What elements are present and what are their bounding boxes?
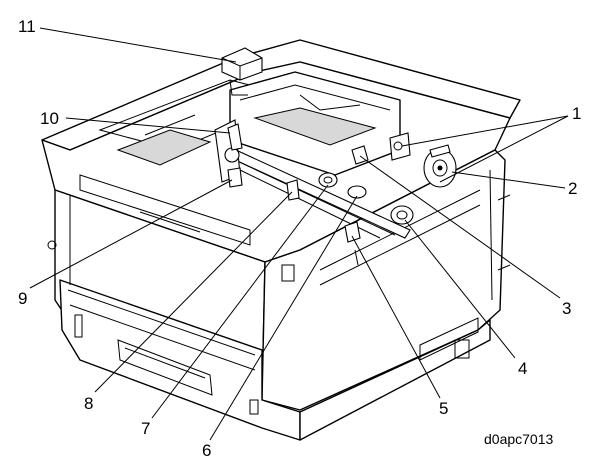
front-jack — [47, 240, 57, 250]
leader-10 — [65, 117, 231, 134]
callout-1: 1 — [572, 104, 581, 123]
callout-8: 8 — [84, 394, 93, 413]
figure-code: d0apc7013 — [484, 431, 554, 447]
callout-2: 2 — [568, 179, 577, 198]
side-lock — [281, 264, 295, 282]
lower-latch — [249, 399, 259, 415]
leader-1 — [401, 115, 569, 147]
leader-8 — [94, 191, 293, 393]
printer-illustration — [41, 39, 521, 441]
callout-9: 9 — [18, 289, 27, 308]
callout-4: 4 — [518, 359, 527, 378]
leader-7 — [151, 184, 329, 419]
callout-3: 3 — [562, 299, 571, 318]
leader-1b — [439, 115, 569, 183]
callout-10: 10 — [40, 109, 59, 128]
leader-6 — [209, 195, 358, 441]
bushing-6 — [347, 185, 367, 199]
callout-11: 11 — [18, 17, 36, 36]
leader-3 — [359, 155, 561, 299]
leader-2 — [451, 171, 566, 189]
leader-11 — [39, 27, 237, 63]
collar-7 — [318, 172, 338, 188]
leader-4 — [404, 219, 516, 359]
front-slot — [74, 314, 83, 338]
callout-labels: 1 2 3 4 5 6 7 8 9 10 11 — [18, 17, 581, 460]
leader-5 — [351, 235, 441, 399]
leader-lines — [29, 27, 569, 441]
rear-latch — [454, 339, 470, 359]
leader-9 — [29, 179, 233, 289]
callout-6: 6 — [202, 441, 211, 460]
bushing-4 — [390, 205, 414, 225]
callout-7: 7 — [141, 419, 150, 438]
callout-5: 5 — [439, 399, 448, 418]
